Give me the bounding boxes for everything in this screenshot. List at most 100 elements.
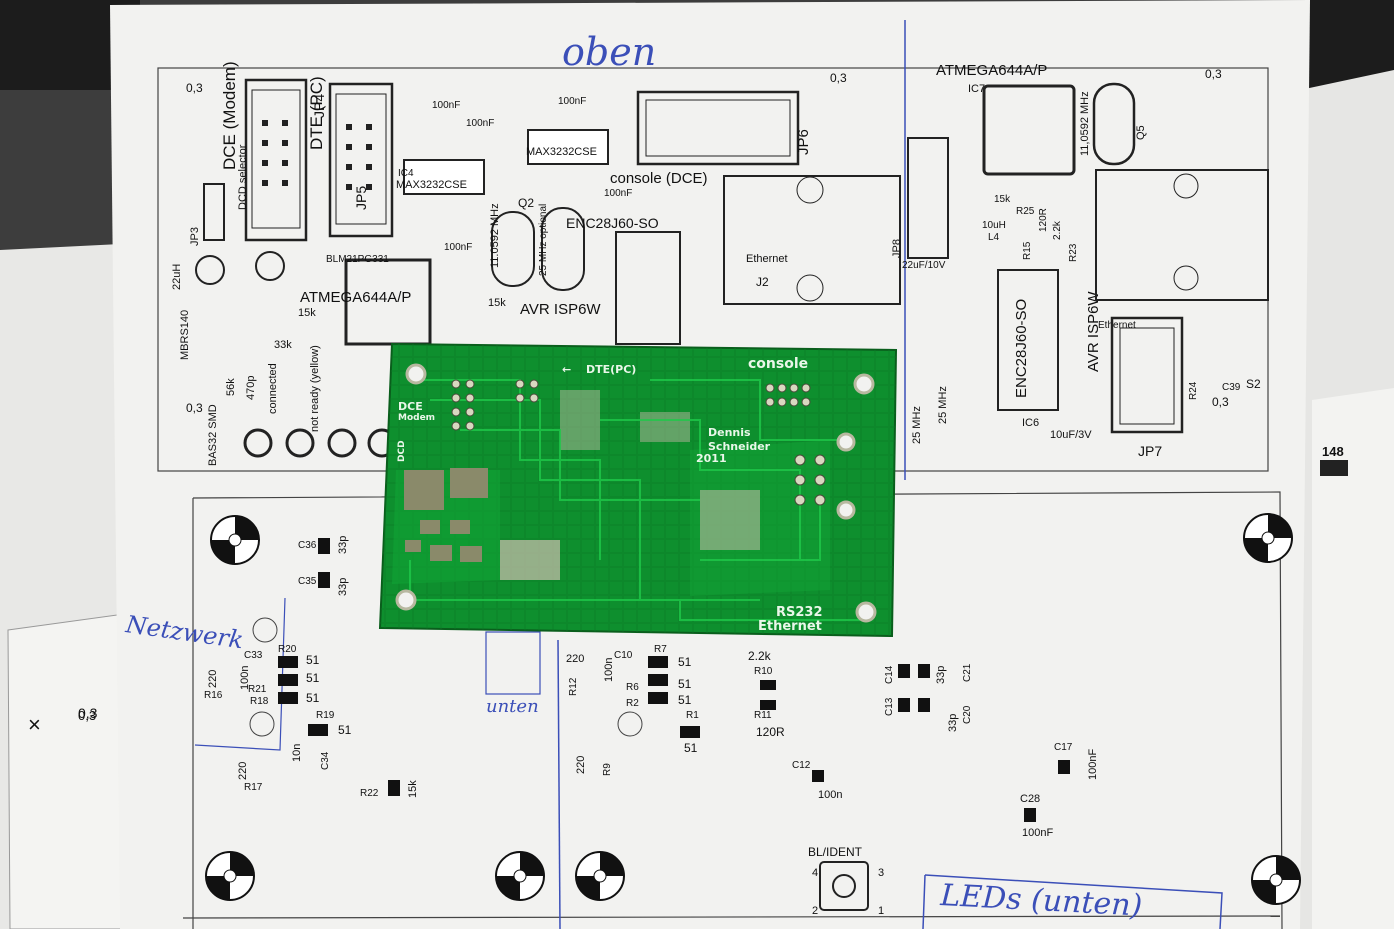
svg-text:470p: 470p: [245, 376, 257, 400]
svg-text:R18: R18: [250, 696, 269, 707]
svg-text:not ready (yellow): not ready (yellow): [309, 345, 321, 432]
svg-text:R22: R22: [360, 788, 379, 799]
svg-text:0,3: 0,3: [78, 708, 96, 723]
svg-text:51: 51: [306, 691, 320, 705]
registration-marks: [205, 513, 1301, 905]
svg-text:51: 51: [306, 671, 320, 685]
svg-text:ATMEGA644A/P: ATMEGA644A/P: [300, 289, 411, 306]
svg-text:25 MHz: 25 MHz: [911, 406, 923, 444]
svg-text:J2: J2: [756, 275, 769, 289]
svg-text:22uH: 22uH: [171, 264, 183, 290]
dce-modem-label: DCE (Modem): [220, 61, 239, 170]
svg-text:JP7: JP7: [1138, 443, 1162, 459]
svg-text:51: 51: [338, 723, 352, 737]
svg-text:4: 4: [812, 867, 818, 879]
svg-text:JP3: JP3: [189, 227, 201, 246]
svg-text:MAX3232CSE: MAX3232CSE: [396, 179, 467, 191]
svg-text:R1: R1: [686, 710, 699, 721]
svg-text:Q5: Q5: [1135, 125, 1147, 140]
svg-text:DCD selector: DCD selector: [237, 144, 249, 210]
pcb-console: console: [748, 356, 808, 372]
svg-text:Ethernet: Ethernet: [1098, 320, 1136, 331]
svg-text:IC6: IC6: [1022, 417, 1039, 429]
svg-text:51: 51: [306, 653, 320, 667]
svg-text:C34: C34: [320, 751, 331, 770]
svg-text:10uF/3V: 10uF/3V: [1050, 429, 1092, 441]
svg-text:R25: R25: [1016, 206, 1035, 217]
svg-text:R2: R2: [626, 698, 639, 709]
pcb-year: 2011: [696, 452, 727, 465]
svg-text:25 MHz: 25 MHz: [937, 386, 949, 424]
hand-unten: unten: [486, 696, 539, 717]
pcb-dce: DCE: [398, 400, 423, 413]
svg-text:C33: C33: [244, 650, 263, 661]
svg-text:C20: C20: [962, 705, 973, 724]
svg-text:R6: R6: [626, 682, 639, 693]
svg-text:C28: C28: [1020, 793, 1040, 805]
svg-text:C13: C13: [884, 697, 895, 716]
svg-text:R9: R9: [602, 763, 613, 776]
svg-text:10uH: 10uH: [982, 220, 1006, 231]
svg-text:C21: C21: [962, 663, 973, 682]
svg-text:2.2k: 2.2k: [748, 649, 772, 663]
svg-text:ATMEGA644A/P: ATMEGA644A/P: [936, 62, 1047, 79]
svg-text:R19: R19: [316, 710, 335, 721]
svg-text:IC4: IC4: [398, 168, 414, 179]
svg-text:15k: 15k: [488, 297, 506, 309]
left-thickness: 0,3: [78, 705, 98, 721]
pcb-author2: Schneider: [708, 440, 771, 453]
svg-text:C36: C36: [298, 540, 317, 551]
svg-text:R12: R12: [568, 677, 579, 696]
svg-text:100nF: 100nF: [558, 96, 586, 107]
svg-text:100nF: 100nF: [604, 188, 632, 199]
svg-text:BAS32 SMD: BAS32 SMD: [207, 404, 219, 466]
svg-text:51: 51: [678, 693, 692, 707]
top-sheet-components: 0,3 0,3 0,3 0,3 0,3 DCE (Modem) DTE (PC)…: [171, 61, 1269, 466]
dte-pc-label: DTE (PC): [307, 76, 326, 150]
svg-text:11,0592 MHz: 11,0592 MHz: [1079, 91, 1091, 156]
svg-text:33p: 33p: [337, 578, 349, 596]
svg-text:100nF: 100nF: [444, 242, 472, 253]
console-dce-label: console (DCE): [610, 170, 708, 187]
svg-text:51: 51: [678, 677, 692, 691]
svg-text:220: 220: [575, 756, 587, 774]
pcb-ethernet: Ethernet: [758, 619, 822, 634]
svg-text:R21: R21: [248, 684, 267, 695]
svg-text:22uF/10V: 22uF/10V: [902, 260, 946, 271]
pcb-dcd: DCD: [397, 440, 407, 462]
pcb-author: Dennis: [708, 426, 751, 439]
svg-text:AVR ISP6W: AVR ISP6W: [520, 301, 601, 318]
svg-text:220: 220: [237, 762, 249, 780]
hand-oben: oben: [562, 30, 656, 74]
svg-text:AVR ISP6W: AVR ISP6W: [1085, 291, 1102, 372]
svg-text:C17: C17: [1054, 742, 1073, 753]
svg-text:C35: C35: [298, 576, 317, 587]
svg-text:MBRS140: MBRS140: [179, 310, 191, 360]
svg-text:ENC28J60-SO: ENC28J60-SO: [566, 215, 659, 231]
svg-text:220: 220: [566, 653, 584, 665]
svg-text:C39: C39: [1222, 382, 1241, 393]
svg-text:15k: 15k: [298, 307, 316, 319]
svg-text:R17: R17: [244, 782, 263, 793]
svg-text:JP6: JP6: [795, 129, 812, 155]
svg-text:15k: 15k: [994, 194, 1011, 205]
svg-text:JP4: JP4: [311, 94, 327, 118]
svg-text:Ethernet: Ethernet: [746, 253, 788, 265]
svg-text:100nF: 100nF: [466, 118, 494, 129]
svg-text:R10: R10: [754, 666, 773, 677]
svg-text:120R: 120R: [1038, 208, 1049, 232]
svg-text:IC7: IC7: [968, 83, 985, 95]
pcb-dte-pc: DTE(PC): [586, 363, 636, 376]
right-paper-sheet: 148: [1300, 70, 1394, 929]
svg-text:R11: R11: [754, 710, 772, 721]
svg-text:33p: 33p: [935, 666, 947, 684]
svg-text:BLM21PG331: BLM21PG331: [326, 254, 389, 265]
svg-text:JP5: JP5: [353, 186, 369, 210]
svg-text:56k: 56k: [225, 378, 237, 396]
svg-text:2.2k: 2.2k: [1052, 220, 1063, 240]
svg-text:C14: C14: [884, 665, 895, 684]
svg-text:L4: L4: [988, 232, 1000, 243]
svg-text:100nF: 100nF: [1022, 827, 1053, 839]
bl-ident-label: BL/IDENT: [808, 845, 863, 859]
svg-text:33p: 33p: [947, 714, 959, 732]
